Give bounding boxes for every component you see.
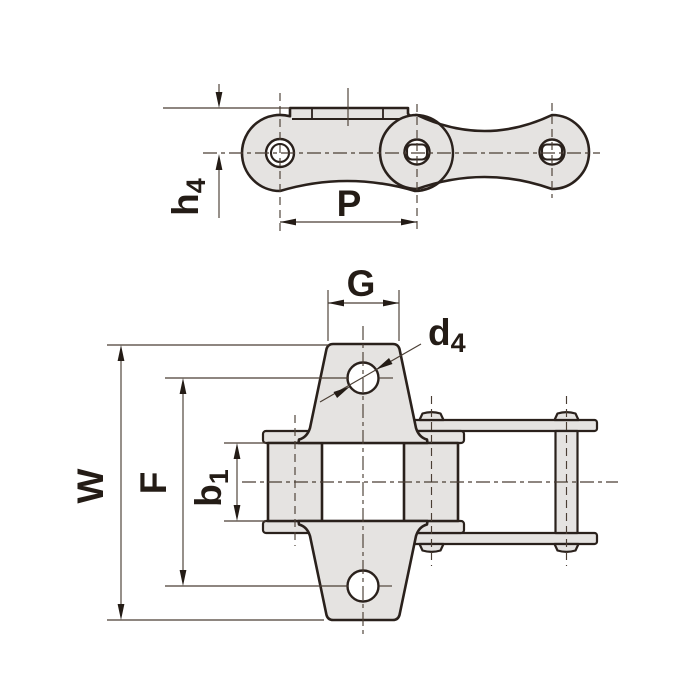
d4-arrow-lower [333, 386, 350, 398]
f-arrow-up [179, 378, 187, 394]
dimension-W: W [70, 344, 329, 621]
g-label: G [347, 263, 376, 304]
h4-arrow-down [215, 92, 223, 108]
roller-link-end-arc [420, 114, 455, 192]
outer-plate-top [410, 418, 599, 433]
p-arrow-left [280, 218, 296, 226]
w-label: W [70, 468, 111, 503]
w-arrow-down [117, 604, 125, 620]
b1-arrow-down [233, 505, 241, 521]
plan-view: G d4 W F [70, 263, 618, 634]
side-view: h4 P [163, 84, 600, 233]
b1-label: b1 [188, 469, 234, 507]
rivet-head-bottom-right [553, 542, 580, 553]
dimension-G: G [327, 263, 400, 341]
p-label: P [337, 183, 362, 224]
dimension-h4: h4 [163, 84, 290, 218]
g-arrow-right [383, 299, 399, 307]
b1-arrow-up [233, 443, 241, 459]
dimension-F: F [133, 377, 349, 587]
dimension-P: P [280, 183, 417, 226]
f-label: F [133, 472, 174, 495]
outer-plate-bottom [410, 531, 599, 546]
dimension-d4: d4 [319, 312, 466, 403]
d4-arrow-upper [376, 358, 393, 370]
w-arrow-up [117, 345, 125, 361]
h4-label: h4 [165, 178, 211, 216]
d4-label: d4 [428, 312, 466, 358]
rivet-head-bottom-left [418, 542, 445, 553]
g-arrow-left [328, 299, 344, 307]
dimension-b1: b1 [188, 442, 266, 522]
p-arrow-right [401, 218, 417, 226]
f-arrow-down [179, 570, 187, 586]
h4-arrow-up [215, 154, 223, 170]
